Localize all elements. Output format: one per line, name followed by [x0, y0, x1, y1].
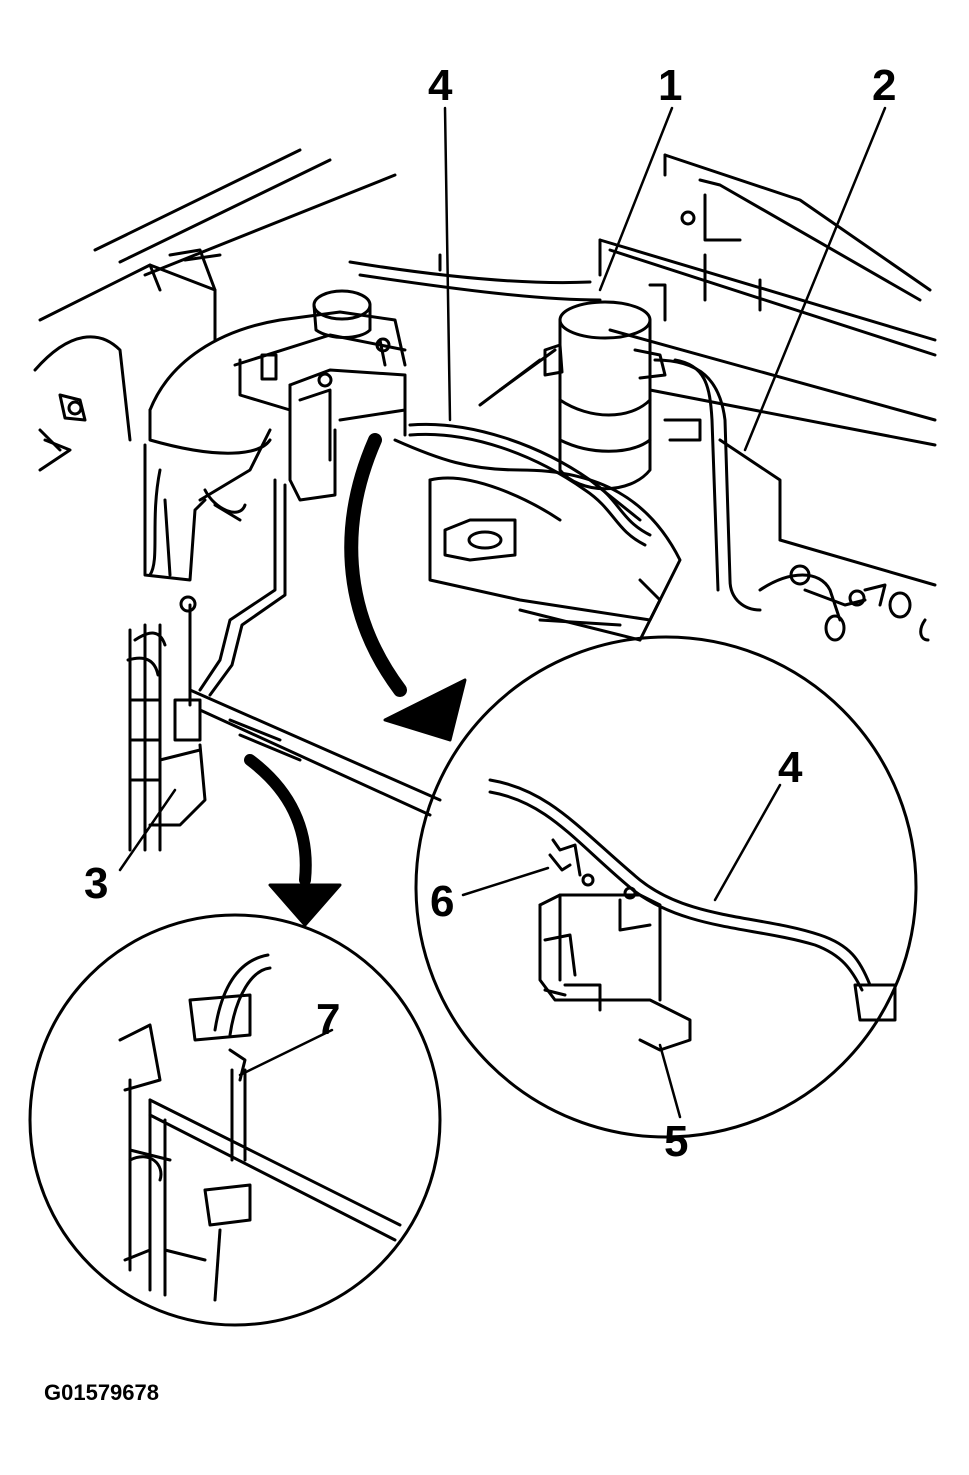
vapor-hose: [408, 422, 652, 547]
callout-1: 1: [658, 61, 683, 110]
radiator-support: [126, 595, 442, 852]
callout-4-main: 4: [428, 61, 453, 110]
hose-to-radiator: [198, 478, 287, 697]
body-panel-lines: [33, 148, 937, 587]
callout-2: 2: [872, 61, 897, 110]
figure-id: G01579678: [44, 1380, 159, 1405]
callout-7: 7: [316, 995, 341, 1044]
coolant-reservoir: [143, 289, 407, 582]
pointer-arrows: [244, 433, 467, 927]
detail-circle-right: [414, 635, 918, 1139]
callout-4-detail: 4: [778, 743, 803, 792]
right-connector: [758, 564, 930, 642]
callout-3: 3: [84, 859, 109, 908]
leader-lines: [118, 106, 887, 1119]
callout-6: 6: [430, 877, 455, 926]
detail-circle-left: [28, 913, 442, 1327]
callout-5: 5: [664, 1117, 689, 1166]
evap-canister: [543, 283, 762, 612]
